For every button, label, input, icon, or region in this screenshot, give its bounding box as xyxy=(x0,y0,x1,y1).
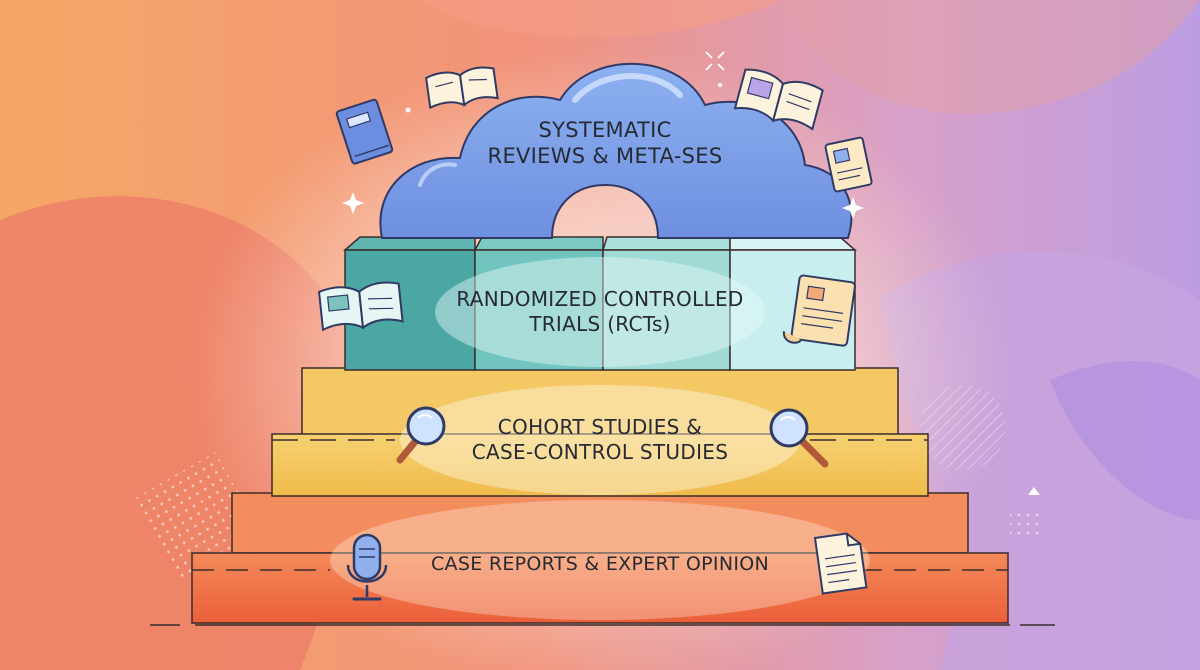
tier-top-label-line1: SYSTEMATIC xyxy=(538,118,672,142)
sparkle-icon xyxy=(705,51,725,71)
magnifier-icon xyxy=(396,406,446,464)
tier-base-lower-step xyxy=(191,552,1009,624)
tier-base-label-line1: CASE REPORTS & EXPERT OPINION xyxy=(430,553,770,575)
open-book-icon xyxy=(733,68,824,131)
open-book-icon xyxy=(425,66,499,110)
tier-base-highlight xyxy=(330,500,870,620)
cloud-shine xyxy=(572,73,683,103)
open-book-icon xyxy=(317,281,404,332)
background-blob-right-inner xyxy=(1050,361,1200,520)
magnifier-icon xyxy=(769,408,829,468)
tier-rcts-label-line2: TRIALS (RCTs) xyxy=(529,312,671,336)
sparkle-icon xyxy=(842,197,864,219)
rct-cube-2 xyxy=(474,249,604,371)
document-icon xyxy=(824,136,873,193)
tier-top-label: SYSTEMATIC REVIEWS & META-SES xyxy=(460,117,750,170)
tier-cohort-highlight xyxy=(400,385,800,495)
rct-cube-3 xyxy=(602,249,731,371)
sparkle-icon xyxy=(405,107,411,113)
tier-top-label-line2: REVIEWS & META-SES xyxy=(487,144,723,169)
cloud-shape xyxy=(379,62,853,239)
sparkle-icon xyxy=(1028,487,1040,495)
sparkle-icon xyxy=(718,83,722,87)
tier-cohort-label-line2: CASE-CONTROL STUDIES xyxy=(471,440,729,464)
tier-base-label: CASE REPORTS & EXPERT OPINION xyxy=(390,553,810,577)
tier-cohort xyxy=(271,367,929,497)
tier-rcts-label: RANDOMIZED CONTROLLED TRIALS (RCTs) xyxy=(410,287,790,337)
tier-cohort-lower-step xyxy=(271,433,929,497)
sparkle-icon xyxy=(342,192,364,214)
tier-rcts-label-line1: RANDOMIZED CONTROLLED xyxy=(456,287,744,311)
microphone-icon xyxy=(346,533,388,601)
dot-texture-right xyxy=(1010,512,1040,540)
tier-cohort-label: COHORT STUDIES & CASE-CONTROL STUDIES xyxy=(430,415,770,465)
cloud-shine xyxy=(418,162,457,187)
scroll-icon xyxy=(783,274,856,347)
background-blob-top-right xyxy=(780,0,1200,114)
tier-rcts xyxy=(342,236,858,371)
background-blob-top xyxy=(420,0,780,38)
tier-top-cloud xyxy=(379,62,853,239)
book-icon xyxy=(335,98,394,165)
tier-cohort-label-line1: COHORT STUDIES & xyxy=(497,415,703,439)
tier-rcts-highlight xyxy=(435,257,765,367)
document-icon xyxy=(813,532,868,595)
